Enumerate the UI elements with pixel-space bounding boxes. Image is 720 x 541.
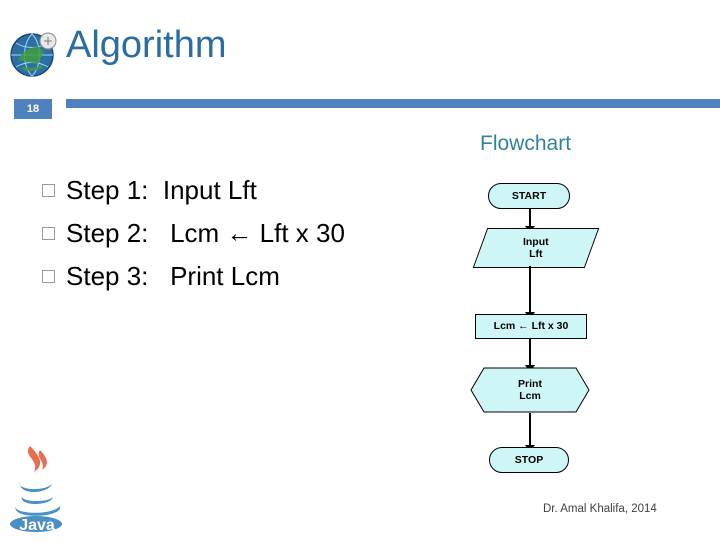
flow-node-compute: Lcm ← Lft x 30 [475,314,587,339]
flow-node-compute-label: Lcm ← Lft x 30 [493,320,569,333]
square-bullet-icon [42,226,55,240]
flow-node-stop-label: STOP [514,453,544,466]
step-2-text: Step 2: Lcm ← Lft x 30 [66,217,345,248]
svg-text:Java: Java [19,517,55,534]
step-3-text: Step 3: Print Lcm [66,260,280,291]
page-title: Algorithm [66,24,227,66]
flowchart-heading: Flowchart [480,132,572,155]
flow-node-start: START [488,183,570,209]
flow-node-start-label: START [511,189,547,202]
step-1-text: Step 1: Input Lft [66,175,257,205]
steps-list: Step 1: Input Lft Step 2: Lcm ← Lft x 30… [42,172,442,301]
list-item: Step 1: Input Lft [42,172,442,209]
slide-number-badge: 18 [14,99,52,119]
java-logo-icon: Java [4,440,70,536]
square-bullet-icon [42,184,55,197]
globe-emblem-icon [8,30,60,80]
flow-node-stop: STOP [489,447,569,473]
list-item: Step 2: Lcm ← Lft x 30 [42,215,442,252]
square-bullet-icon [42,269,55,283]
header-divider [66,99,720,108]
list-item: Step 3: Print Lcm [42,258,442,295]
author-credit: Dr. Amal Khalifa, 2014 [543,503,657,515]
